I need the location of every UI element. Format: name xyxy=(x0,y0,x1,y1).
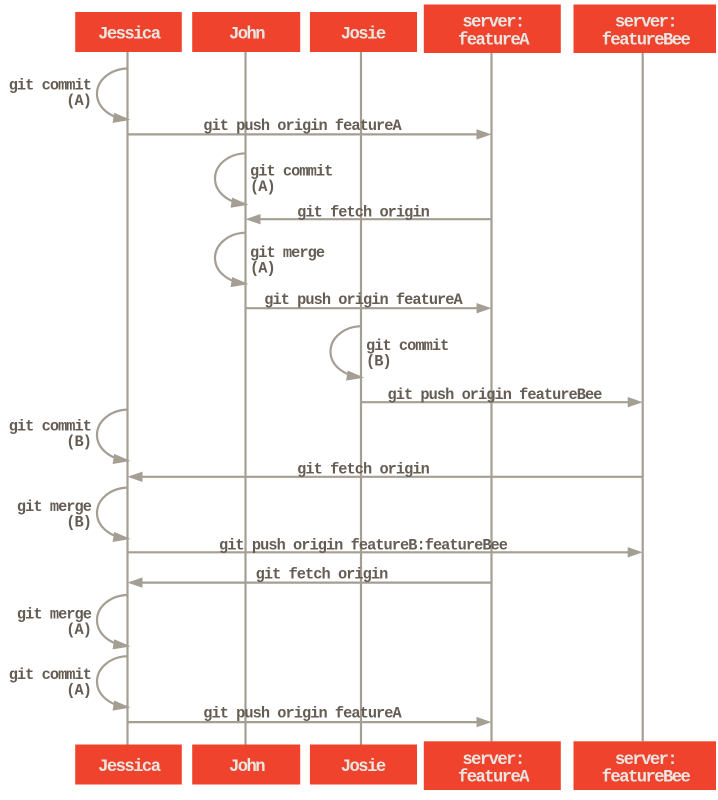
svg-text:server:: server: xyxy=(462,751,523,770)
svg-text:featureA: featureA xyxy=(458,769,530,788)
svg-text:featureBee: featureBee xyxy=(602,31,691,50)
svg-text:featureA: featureA xyxy=(458,31,530,50)
svg-text:Jessica: Jessica xyxy=(98,26,161,45)
svg-text:server:: server: xyxy=(462,14,523,33)
svg-text:git push origin featureA: git push origin featureA xyxy=(203,117,402,135)
svg-text:git push origin featureBee: git push origin featureBee xyxy=(388,386,603,404)
svg-text:git merge: git merge xyxy=(17,606,92,624)
svg-text:git commit: git commit xyxy=(366,337,448,355)
svg-text:git push origin featureA: git push origin featureA xyxy=(203,704,402,722)
svg-text:John: John xyxy=(229,758,265,777)
svg-text:Josie: Josie xyxy=(341,26,386,45)
svg-text:git push origin featureB:featu: git push origin featureB:featureBee xyxy=(219,536,508,554)
svg-text:Josie: Josie xyxy=(341,758,386,777)
svg-text:Jessica: Jessica xyxy=(98,758,161,777)
svg-text:(A): (A) xyxy=(66,621,91,639)
svg-text:(A): (A) xyxy=(66,681,91,699)
svg-text:git push origin featureA: git push origin featureA xyxy=(264,291,463,309)
svg-text:(A): (A) xyxy=(250,260,275,278)
svg-text:git fetch origin: git fetch origin xyxy=(297,203,429,221)
svg-text:git commit: git commit xyxy=(9,666,91,684)
svg-text:git merge: git merge xyxy=(17,498,92,516)
svg-text:(A): (A) xyxy=(250,178,275,196)
svg-text:git fetch origin: git fetch origin xyxy=(256,565,388,583)
svg-text:featureBee: featureBee xyxy=(602,769,691,788)
svg-text:(A): (A) xyxy=(66,92,91,110)
svg-text:git fetch origin: git fetch origin xyxy=(297,460,429,478)
svg-text:git commit: git commit xyxy=(9,418,91,436)
svg-text:server:: server: xyxy=(615,14,676,33)
svg-text:(B): (B) xyxy=(66,514,91,532)
svg-text:(B): (B) xyxy=(366,353,391,371)
svg-text:git commit: git commit xyxy=(250,163,332,181)
svg-text:git merge: git merge xyxy=(250,244,325,262)
svg-text:server:: server: xyxy=(615,751,676,770)
svg-text:git commit: git commit xyxy=(9,77,91,95)
svg-text:John: John xyxy=(229,26,265,45)
svg-text:(B): (B) xyxy=(66,433,91,451)
